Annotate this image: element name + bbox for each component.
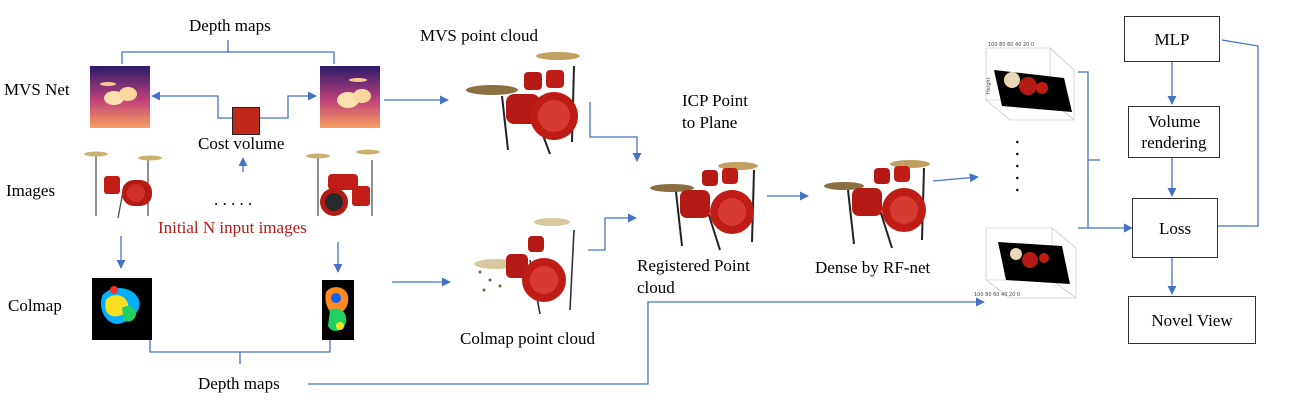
svg-text:Height: Height bbox=[986, 77, 992, 94]
arrow-colmap-to-registration bbox=[588, 213, 637, 251]
depth-maps-bottom-brace bbox=[149, 340, 331, 364]
registered-point-cloud-label-line2: cloud bbox=[637, 278, 675, 297]
arrow-depth-maps-to-plot bbox=[308, 297, 985, 385]
novel-view-box: Novel View bbox=[1128, 296, 1256, 344]
initial-n-input-images-label: Initial N input images bbox=[158, 218, 307, 237]
dense-by-rf-net-label: Dense by RF-net bbox=[815, 258, 931, 277]
mvs-point-cloud-label: MVS point cloud bbox=[420, 26, 539, 45]
depth-maps-top-brace bbox=[121, 40, 335, 64]
dense-point-cloud-image bbox=[824, 160, 930, 249]
colmap-depth-map-right bbox=[322, 280, 354, 340]
volume-rendering-box: Volume rendering bbox=[1128, 106, 1220, 158]
volume-rendering-label-line1: Volume bbox=[1147, 112, 1201, 131]
novel-view-label: Novel View bbox=[1151, 310, 1233, 330]
mvs-point-cloud-image bbox=[466, 52, 580, 155]
depth-maps-bottom-label: Depth maps bbox=[198, 374, 280, 393]
volume-rendering-label-line2: rendering bbox=[1141, 133, 1207, 152]
arrow-loss-feedback-to-mlp bbox=[1218, 39, 1259, 227]
loss-box: Loss bbox=[1132, 198, 1218, 258]
images-ellipsis: . . . . . bbox=[214, 190, 253, 209]
registered-point-cloud-image bbox=[650, 162, 758, 251]
svg-text:100 80 60 40 20 0: 100 80 60 40 20 0 bbox=[988, 42, 1034, 48]
images-label: Images bbox=[6, 181, 56, 200]
icp-point-to-plane-label-line2: to Plane bbox=[682, 113, 738, 132]
colmap-point-cloud-image bbox=[474, 218, 575, 315]
svg-text:100 80 60 40 20 0: 100 80 60 40 20 0 bbox=[974, 292, 1020, 298]
colmap-point-cloud-label: Colmap point cloud bbox=[460, 329, 596, 348]
arrow-cost-to-left-depth bbox=[151, 91, 232, 119]
mvs-net-label: MVS Net bbox=[4, 80, 70, 99]
depth-maps-top-label: Depth maps bbox=[189, 16, 271, 35]
mvs-depth-map-left bbox=[90, 66, 150, 128]
cost-volume-cube bbox=[232, 107, 260, 135]
vertical-ellipsis: . . . . . bbox=[1012, 140, 1029, 194]
mlp-box: MLP bbox=[1124, 16, 1220, 62]
registered-point-cloud-label-line1: Registered Point bbox=[637, 256, 750, 275]
mlp-label: MLP bbox=[1154, 29, 1190, 49]
icp-point-to-plane-label-line1: ICP Point bbox=[682, 91, 748, 110]
arrow-dense-to-plots bbox=[932, 173, 979, 183]
colmap-label: Colmap bbox=[8, 296, 62, 315]
arrow-cost-to-right-depth bbox=[260, 91, 317, 119]
arrow-mvs-to-registration bbox=[589, 102, 642, 162]
cost-volume-label: Cost volume bbox=[198, 134, 285, 153]
input-image-right bbox=[306, 149, 380, 216]
mvs-depth-map-right bbox=[320, 66, 380, 128]
input-image-left bbox=[84, 151, 162, 219]
plots-bracket bbox=[1078, 71, 1100, 229]
colmap-depth-map-left bbox=[92, 278, 152, 340]
rendered-plot-bottom: 100 80 60 40 20 0 bbox=[974, 227, 1077, 299]
loss-label: Loss bbox=[1158, 218, 1192, 238]
rendered-plot-top: 100 80 60 40 20 0 Height bbox=[985, 42, 1075, 121]
